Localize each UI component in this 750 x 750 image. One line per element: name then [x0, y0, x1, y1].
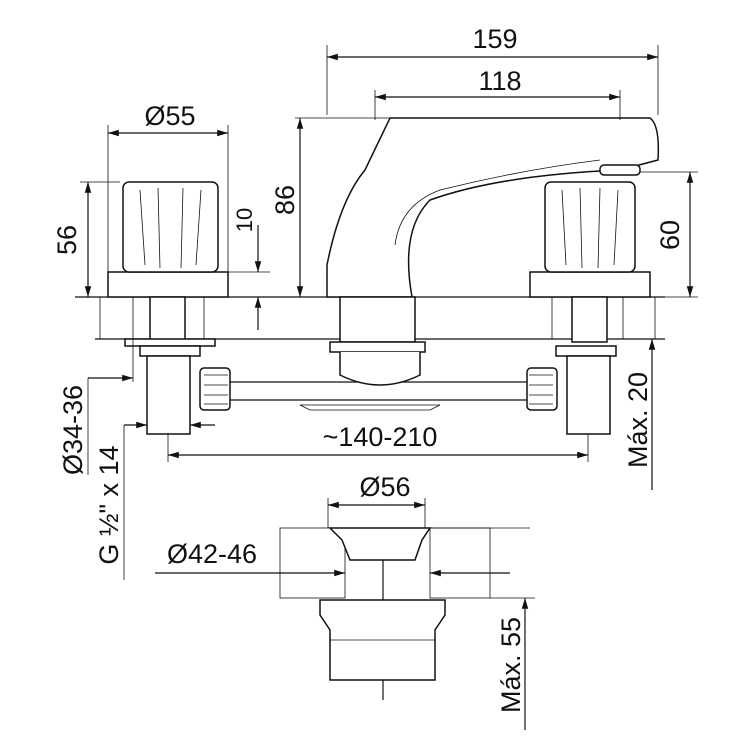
dimension-60: 60 — [640, 171, 698, 298]
dimension-label: 60 — [655, 220, 685, 250]
dimension-label: 159 — [472, 24, 517, 54]
dimension-label: 86 — [270, 185, 300, 215]
dimension-10: 10 — [228, 208, 270, 330]
dimension-label: G ½" x 14 — [94, 445, 124, 564]
dimension-56: 56 — [52, 181, 120, 297]
dimension-159: 159 — [326, 24, 659, 115]
dimension-max-55: Máx. 55 — [490, 597, 535, 730]
right-handle — [526, 181, 651, 435]
spout — [299, 117, 660, 411]
dimension-label: Ø42-46 — [167, 539, 257, 569]
dimension-118: 118 — [374, 66, 621, 120]
dimension-label: 56 — [52, 225, 82, 255]
left-handle — [107, 181, 231, 435]
dimension-handle-diameter: Ø55 — [107, 101, 229, 272]
dimension-drain-hole: Ø42-46 — [155, 539, 510, 577]
dimension-label: 10 — [232, 208, 257, 232]
dimension-label: 118 — [478, 66, 521, 96]
dimension-label: Ø34-36 — [58, 385, 88, 475]
dimension-thread: G ½" x 14 — [94, 421, 215, 580]
dimension-max-20: Máx. 20 — [623, 339, 656, 490]
dimension-86: 86 — [270, 117, 390, 297]
dimension-drain-diameter: Ø56 — [327, 472, 530, 529]
dimension-label: Ø55 — [144, 101, 195, 131]
dimension-label: Ø56 — [359, 472, 410, 502]
dimension-center-distance: ~140-210 — [167, 422, 589, 462]
drain-section — [279, 527, 491, 700]
dimension-label: Máx. 20 — [623, 372, 653, 468]
dimension-label: Máx. 55 — [496, 617, 526, 713]
dimension-label: ~140-210 — [323, 422, 438, 452]
dimension-valve-diameter: Ø34-36 — [58, 339, 134, 475]
